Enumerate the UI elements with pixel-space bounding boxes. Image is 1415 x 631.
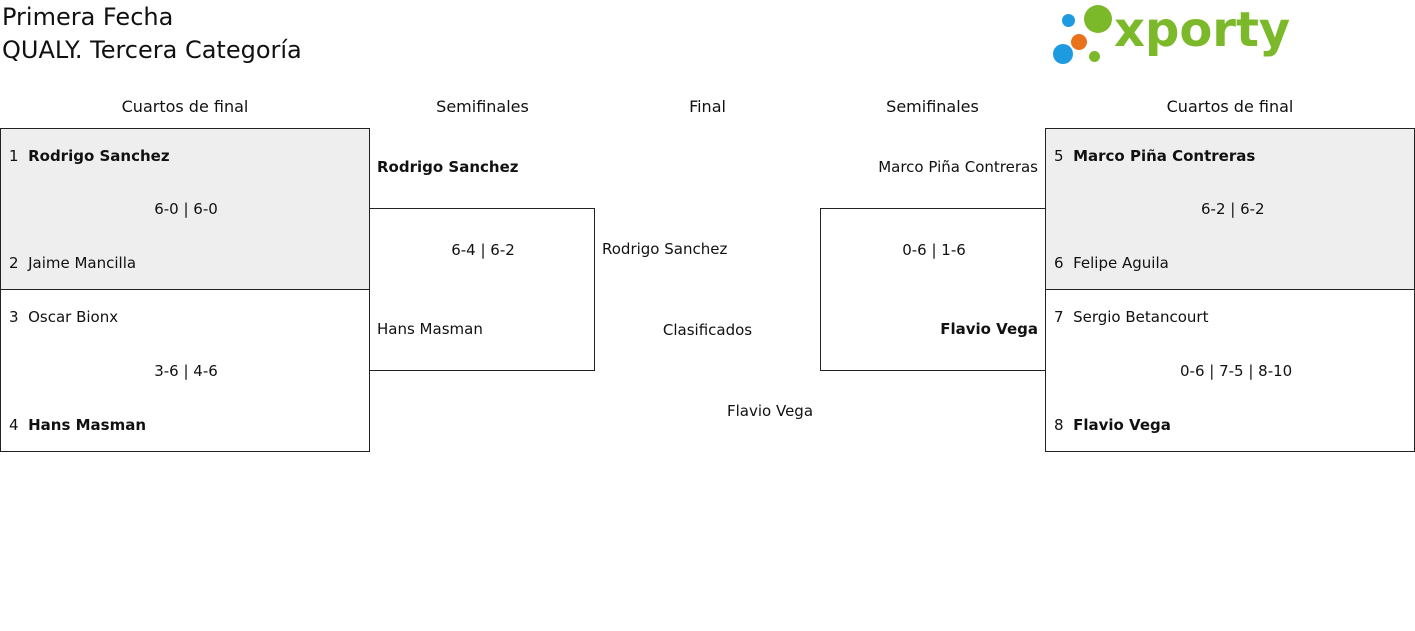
sf-left-player-b: Hans Masman (377, 320, 483, 338)
logo-dot-blue-small (1062, 14, 1075, 27)
page-subtitle: QUALY. Tercera Categoría (2, 36, 302, 64)
match-qf-right-1[interactable]: 5 Marco Piña Contreras 6-2 | 6-2 6 Felip… (1045, 128, 1415, 290)
match-sf-right[interactable]: 0-6 | 1-6 (820, 208, 1046, 371)
final-player-right: Flavio Vega (727, 402, 814, 420)
logo-dot-green-small (1089, 51, 1100, 62)
match-sf-left[interactable]: 6-4 | 6-2 (369, 208, 595, 371)
qf-left-1-score: 6-0 | 6-0 (154, 200, 218, 218)
qf-left-1-player-a: 1 Rodrigo Sanchez (9, 147, 170, 165)
final-player-left: Rodrigo Sanchez (602, 240, 728, 258)
logo-dot-orange (1071, 34, 1087, 50)
match-qf-left-2[interactable]: 3 Oscar Bionx 3-6 | 4-6 4 Hans Masman (0, 289, 370, 452)
sf-right-player-b: Flavio Vega (940, 320, 1038, 338)
round-heading-sf-left: Semifinales (436, 97, 529, 116)
sf-right-score: 0-6 | 1-6 (902, 241, 966, 259)
sf-right-player-a: Marco Piña Contreras (878, 158, 1038, 176)
qf-right-column: 5 Marco Piña Contreras 6-2 | 6-2 6 Felip… (1045, 128, 1415, 452)
round-heading-final: Final (689, 97, 726, 116)
qf-left-2-player-a: 3 Oscar Bionx (9, 308, 119, 326)
match-qf-right-2[interactable]: 7 Sergio Betancourt 0-6 | 7-5 | 8-10 8 F… (1045, 289, 1415, 452)
page-title: Primera Fecha (2, 3, 174, 31)
logo-wordmark: xporty (1114, 2, 1291, 58)
logo-dot-green-large (1084, 5, 1112, 33)
qf-right-2-player-a: 7 Sergio Betancourt (1054, 308, 1209, 326)
qf-left-2-score: 3-6 | 4-6 (154, 362, 218, 380)
logo-dot-blue-large (1053, 44, 1073, 64)
qf-right-2-score: 0-6 | 7-5 | 8-10 (1180, 362, 1293, 380)
sf-left-score: 6-4 | 6-2 (451, 241, 515, 259)
xporty-logo[interactable]: xporty (1050, 4, 1290, 66)
qf-left-1-player-b: 2 Jaime Mancilla (9, 254, 137, 272)
round-heading-sf-right: Semifinales (886, 97, 979, 116)
round-heading-qf-left: Cuartos de final (121, 97, 249, 116)
qf-left-2-player-b: 4 Hans Masman (9, 416, 147, 434)
final-label: Clasificados (662, 321, 753, 339)
qf-right-1-score: 6-2 | 6-2 (1201, 200, 1265, 218)
qf-right-1-player-b: 6 Felipe Aguila (1054, 254, 1169, 272)
round-heading-qf-right: Cuartos de final (1166, 97, 1294, 116)
sf-left-player-a: Rodrigo Sanchez (377, 158, 519, 176)
qf-right-2-player-b: 8 Flavio Vega (1054, 416, 1171, 434)
qf-right-1-player-a: 5 Marco Piña Contreras (1054, 147, 1256, 165)
match-qf-left-1[interactable]: 1 Rodrigo Sanchez 6-0 | 6-0 2 Jaime Manc… (0, 128, 370, 290)
